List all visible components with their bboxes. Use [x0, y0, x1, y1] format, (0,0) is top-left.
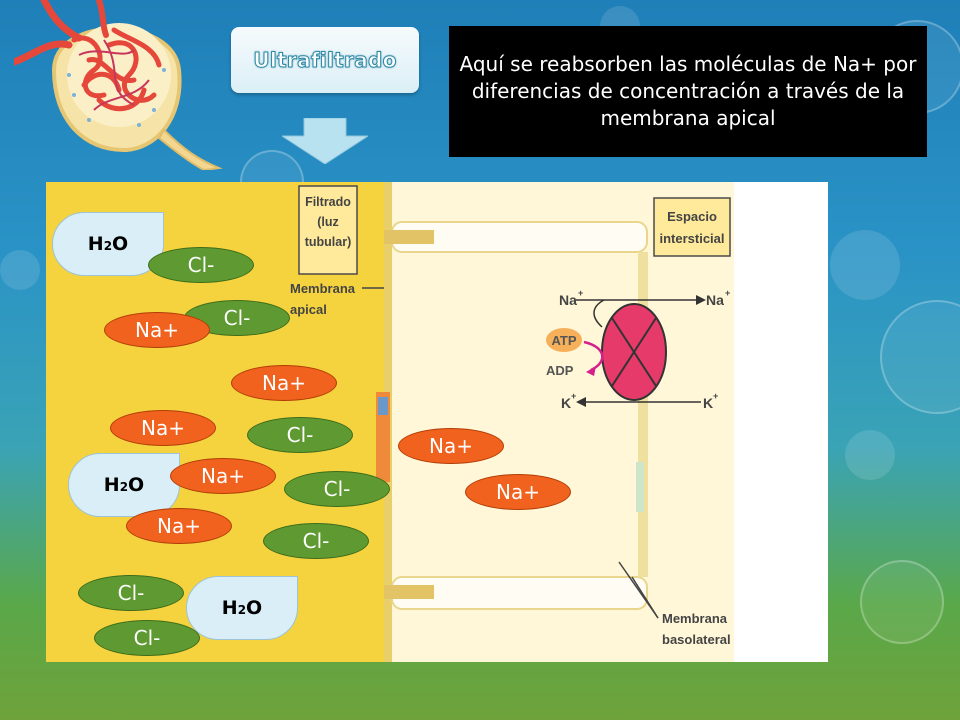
interstitial-label-line2: intersticial [659, 231, 724, 246]
basolateral-pointer [631, 576, 659, 619]
water-subscript: 2 [119, 480, 129, 494]
bokeh-circle [880, 300, 960, 414]
cell-diagram-drawing: Filtrado (luz tubular) Membrana apical E… [290, 182, 731, 662]
filtrate-label-line1: Filtrado [305, 195, 351, 209]
water-h: H [87, 233, 104, 255]
bokeh-circle [860, 560, 944, 644]
interstitial-label-box [653, 197, 731, 257]
pump-cross-line [611, 317, 657, 387]
explanation-text: Aquí se reabsorben las moléculas de Na+ … [459, 52, 917, 130]
k-arrowhead [576, 397, 586, 407]
nephron-illustration [14, 0, 223, 170]
adp-label: ADP [546, 363, 574, 378]
basolateral-label-line1: Membrana [662, 611, 728, 626]
water-o: O [128, 474, 145, 496]
atp-bubble [546, 328, 582, 352]
sodium-ion: Na+ [126, 508, 232, 544]
pump-na-in-charge: + [578, 288, 583, 298]
chloride-ion: Cl- [78, 575, 184, 611]
chloride-ion: Cl- [148, 247, 254, 283]
chloride-ion: Cl- [94, 620, 200, 656]
sodium-ion: Na+ [465, 474, 571, 510]
pump-na-out-charge: + [725, 288, 730, 298]
pump-k-in-label: K [561, 395, 571, 411]
ultrafiltrado-title-box: Ultrafiltrado [231, 27, 419, 93]
water-h: H [103, 474, 120, 496]
explanation-box: Aquí se reabsorben las moléculas de Na+ … [449, 26, 927, 157]
filtrate-label-line3: tubular) [305, 235, 352, 249]
chloride-ion: Cl- [263, 523, 369, 559]
chloride-ion: Cl- [284, 471, 390, 507]
apical-label-line2: apical [290, 302, 327, 317]
basolateral-membrane [638, 252, 648, 577]
filtrate-label-box [298, 185, 358, 275]
bokeh-circle [830, 230, 900, 300]
tight-junction-top [384, 230, 434, 244]
slide-title: Ultrafiltrado [253, 48, 397, 73]
apical-channel-marker [378, 397, 388, 415]
bokeh-circle [845, 430, 895, 480]
pump-na-in-label: Na [559, 292, 577, 308]
tubule-cell-diagram: Filtrado (luz tubular) Membrana apical E… [46, 182, 828, 662]
pump-k-out-label: K [703, 395, 713, 411]
tight-junction-bottom [384, 585, 434, 599]
down-arrow-icon [282, 118, 368, 164]
sodium-ion: Na+ [170, 458, 276, 494]
basolateral-channel [636, 462, 644, 512]
sodium-ion: Na+ [231, 365, 337, 401]
basolateral-label-line2: basolateral [662, 632, 731, 647]
sodium-ion: Na+ [398, 428, 504, 464]
pump-top-link [593, 299, 605, 328]
chloride-ion: Cl- [247, 417, 353, 453]
bokeh-circle [0, 250, 40, 290]
water-subscript: 2 [103, 239, 113, 253]
interstitial-label-line1: Espacio [667, 209, 717, 224]
water-o: O [112, 233, 129, 255]
atp-arrowhead [586, 366, 596, 376]
atp-conversion-arrow [583, 340, 604, 372]
water-o: O [246, 597, 263, 619]
water-subscript: 2 [237, 603, 247, 617]
sodium-ion: Na+ [104, 312, 210, 348]
water-h: H [221, 597, 238, 619]
filtrate-label-line2: (luz [317, 215, 339, 229]
atp-label: ATP [551, 333, 576, 348]
pump-k-in-charge: + [571, 391, 576, 401]
na-arrowhead [696, 295, 706, 305]
apical-label-line1: Membrana [290, 281, 356, 296]
sodium-ion: Na+ [110, 410, 216, 446]
pump-na-out-label: Na [706, 292, 724, 308]
interstitial-white-area [734, 182, 828, 662]
pump-k-out-charge: + [713, 391, 718, 401]
